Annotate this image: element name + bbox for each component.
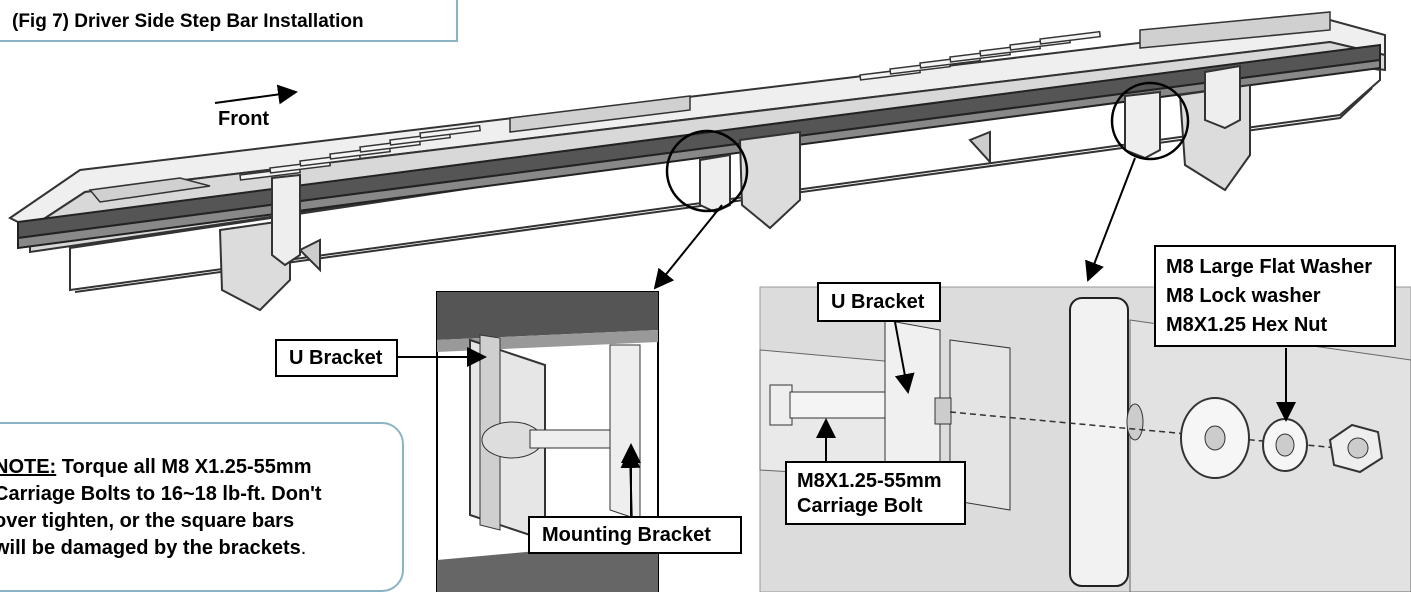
u-bracket-label-left: U Bracket xyxy=(275,339,398,377)
note-line4: will be damaged by the brackets xyxy=(0,537,301,559)
mounting-bracket-label: Mounting Bracket xyxy=(528,516,742,554)
carriage-bolt-line2: Carriage Bolt xyxy=(797,495,923,517)
carriage-bolt-line1: M8X1.25-55mm xyxy=(797,470,942,492)
figure-title: (Fig 7) Driver Side Step Bar Installatio… xyxy=(0,0,458,42)
leader-arrow-right-detail xyxy=(1085,157,1136,282)
note-heading: NOTE: xyxy=(0,456,57,478)
hardware-flat-washer: M8 Large Flat Washer xyxy=(1166,256,1372,278)
note-line3: over tighten, or the square bars xyxy=(0,510,295,532)
hardware-lock-washer: M8 Lock washer xyxy=(1166,285,1321,307)
step-bar-frame xyxy=(8,18,1386,293)
tread-slots xyxy=(239,30,1101,181)
front-label: Front xyxy=(218,108,270,130)
torque-note: NOTE: Torque all M8 X1.25-55mm Carriage … xyxy=(0,422,404,592)
note-line2: Carriage Bolts to 16~18 lb-ft. Don't xyxy=(0,483,322,505)
carriage-bolt-label: M8X1.25-55mm Carriage Bolt xyxy=(785,461,966,525)
note-end: . xyxy=(300,537,307,559)
hardware-label: M8 Large Flat Washer M8 Lock washer M8X1… xyxy=(1154,245,1396,347)
step-pad-openings xyxy=(88,11,1331,203)
u-bracket-label-right: U Bracket xyxy=(817,282,941,322)
mounting-brackets xyxy=(218,64,1251,312)
front-arrow xyxy=(214,84,298,105)
detail-circles xyxy=(665,81,1190,213)
note-line1: Torque all M8 X1.25-55mm xyxy=(56,456,312,478)
leader-arrow-left-detail xyxy=(653,204,723,290)
hardware-hex-nut: M8X1.25 Hex Nut xyxy=(1166,314,1328,336)
